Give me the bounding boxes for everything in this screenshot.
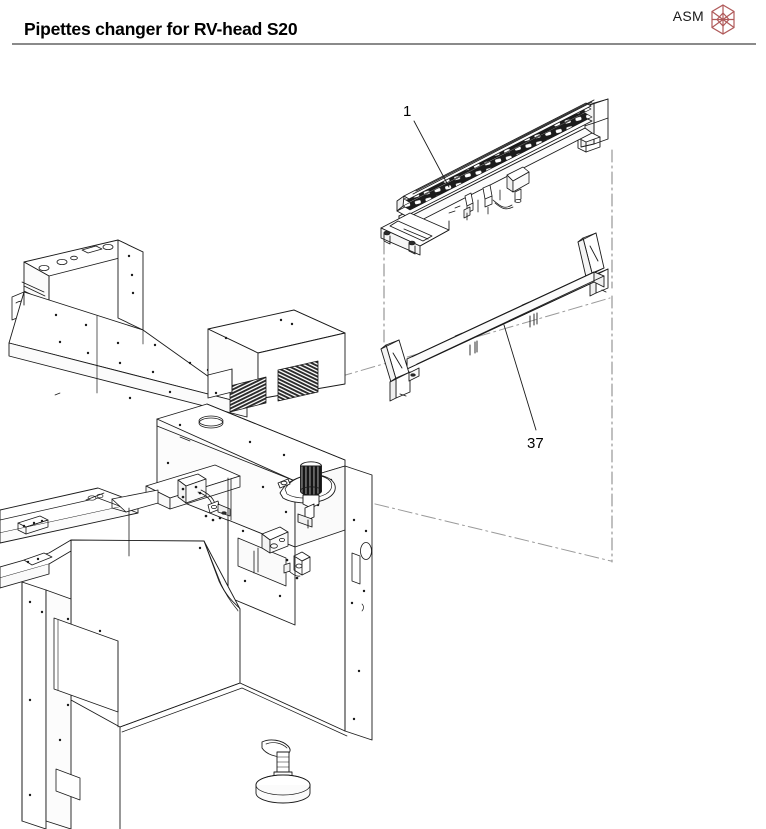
machine-left-frame bbox=[0, 487, 139, 829]
part-1-rail-body bbox=[396, 99, 595, 229]
part-1-underside-fittings bbox=[448, 166, 530, 221]
machine-left-bracket-tab bbox=[17, 515, 49, 535]
vent-grille-left bbox=[229, 376, 267, 413]
projection-line-upper bbox=[245, 297, 611, 405]
part-1-left-bracket bbox=[380, 212, 450, 256]
callout-1-leader bbox=[413, 120, 450, 188]
vent-grille-right bbox=[277, 360, 319, 402]
centerline-group bbox=[383, 149, 613, 563]
machine-mid-deck bbox=[156, 403, 346, 548]
asm-hexagon-logo-icon bbox=[708, 3, 738, 36]
part-37-support-beam bbox=[380, 232, 609, 431]
machine-angled-plate bbox=[111, 489, 159, 557]
machine-clamp-mechanism bbox=[145, 464, 241, 522]
machine-right-column bbox=[344, 465, 373, 741]
page-title: Pipettes changer for RV-head S20 bbox=[24, 19, 298, 39]
callout-label-1: 1 bbox=[403, 103, 412, 120]
machine-bottom-frame bbox=[119, 682, 348, 829]
page-header: Pipettes changer for RV-head S20 ASM bbox=[0, 0, 766, 48]
header-divider bbox=[12, 43, 756, 45]
part-37-beam-body bbox=[406, 270, 605, 370]
machine-lower-mechanism bbox=[253, 526, 311, 580]
callout-37-leader bbox=[503, 324, 537, 431]
machine-motor-spindle bbox=[277, 461, 336, 529]
machine-assembly bbox=[0, 239, 373, 829]
machine-leveling-foot bbox=[255, 739, 311, 804]
part-1-pipettes-changer-rail bbox=[380, 98, 609, 256]
callout-label-37: 37 bbox=[527, 435, 544, 452]
part-37-left-bracket bbox=[380, 339, 420, 402]
brand-name: ASM bbox=[672, 8, 704, 24]
machine-vent-housing bbox=[207, 309, 346, 413]
